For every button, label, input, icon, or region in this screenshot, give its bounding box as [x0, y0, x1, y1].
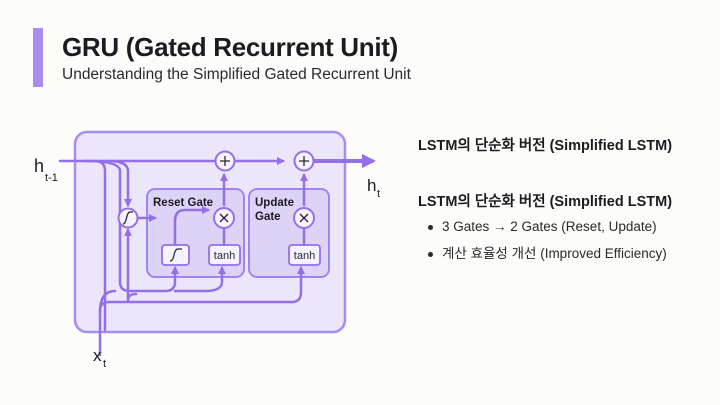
svg-text:t: t [377, 188, 380, 200]
update-gate-label-1: Update [255, 197, 294, 209]
svg-text:t: t [103, 358, 106, 370]
bullet-dot-icon [428, 225, 433, 230]
summary-heading-2: LSTM의 단순화 버전 (Simplified LSTM) [418, 194, 673, 210]
summary-bullets: 3 Gates → 2 Gates (Reset, Update) 계산 효율성… [428, 218, 667, 272]
sigmoid-node [117, 207, 139, 229]
times-node-update [293, 207, 315, 229]
svg-text:t-1: t-1 [45, 172, 58, 184]
x-input-label: x t [93, 346, 106, 370]
bullet-item: 3 Gates → 2 Gates (Reset, Update) [428, 218, 667, 245]
h-out-label: h t [367, 176, 380, 200]
bullet-dot-icon [428, 252, 433, 257]
title-accent-bar [33, 28, 43, 87]
reset-sigmoid-box [161, 244, 190, 266]
plus-icon [220, 156, 230, 166]
svg-text:tanh: tanh [214, 250, 235, 262]
reset-tanh-box: tanh [208, 244, 241, 266]
plus-icon [299, 156, 309, 166]
multiply-icon [219, 213, 229, 223]
sigmoid-icon [122, 211, 133, 225]
h-prev-branch-2 [83, 159, 179, 293]
update-gate-label-2: Gate [255, 211, 281, 223]
update-tanh-box: tanh [288, 244, 321, 266]
bullet-item: 계산 효율성 개선 (Improved Efficiency) [428, 245, 667, 272]
svg-text:h: h [367, 176, 376, 195]
sigmoid-icon [169, 248, 182, 262]
page-title: GRU (Gated Recurrent Unit) [62, 32, 399, 62]
svg-text:tanh: tanh [294, 250, 315, 262]
svg-text:x: x [93, 346, 102, 365]
times-node-reset [213, 207, 235, 229]
plus-node-update [293, 150, 315, 172]
reset-gate-label: Reset Gate [153, 197, 213, 209]
summary-heading-1: LSTM의 단순화 버전 (Simplified LSTM) [418, 138, 673, 154]
svg-text:h: h [34, 156, 44, 176]
plus-node-reset [214, 150, 236, 172]
h-prev-label: h t-1 [34, 156, 58, 184]
page-subtitle: Understanding the Simplified Gated Recur… [62, 66, 411, 83]
multiply-icon [299, 213, 309, 223]
